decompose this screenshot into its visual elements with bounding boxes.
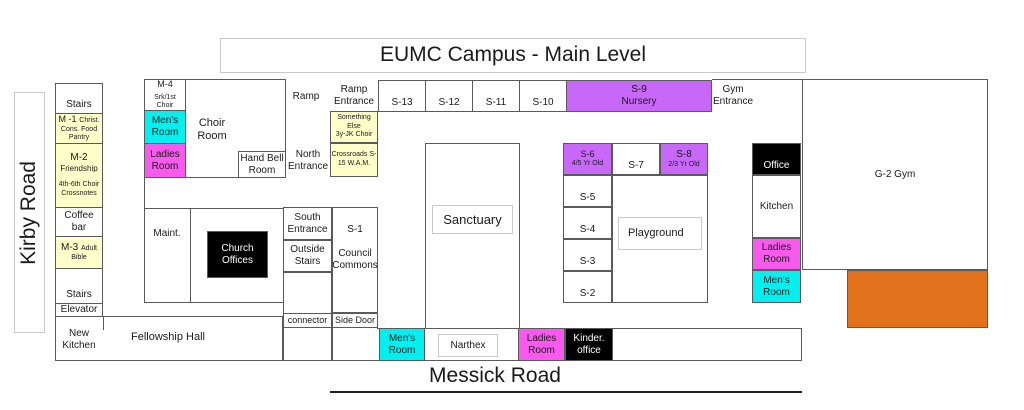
blank-cell-1	[283, 272, 332, 314]
room-stairs-top: Stairs	[55, 83, 103, 114]
room-hand-bell-room: Hand Bell Room	[238, 151, 286, 178]
room-stairs-bottom: Stairs	[55, 268, 103, 304]
room-s6: S-6 4/5 Yr Old	[563, 143, 612, 175]
room-s2: S-2	[563, 271, 612, 303]
sanctuary-label: Sanctuary	[432, 205, 513, 234]
title-text: EUMC Campus - Main Level	[379, 43, 647, 67]
room-ladies-room-choir: Ladies Room	[144, 143, 186, 178]
room-m3-adult-bible: M-3 Adult Bible	[55, 236, 103, 269]
room-ladies-room-narthex: Ladies Room	[518, 328, 565, 361]
room-church-offices: Church Offices	[207, 231, 268, 278]
room-choir-room: Choir Room	[197, 117, 227, 142]
ramp-label: Ramp	[292, 91, 320, 103]
room-gym-kitchen: Kitchen	[752, 175, 801, 238]
room-s13: S-13	[378, 80, 426, 112]
kirby-road-label: Kirby Road	[14, 92, 45, 333]
room-gym-mens-room: Men's Room	[752, 270, 801, 303]
playground-label: Playground	[618, 217, 702, 250]
messick-road-line	[330, 391, 802, 393]
room-m4-choir: M-4 Srk/1st Choir	[144, 79, 186, 111]
messick-road-label: Messick Road	[429, 363, 561, 387]
kirby-road-text: Kirby Road	[17, 160, 41, 265]
north-wall-segment	[712, 79, 803, 80]
narthex-label: Narthex	[438, 334, 498, 357]
room-mens-room-narthex: Men's Room	[379, 328, 425, 361]
room-s10: S-10	[519, 80, 567, 112]
room-s7: S-7	[612, 143, 660, 175]
room-s3: S-3	[563, 239, 612, 271]
room-m1-food-pantry: M -1 Christ. Cons. Food Pantry	[55, 113, 103, 144]
room-fellowship-hall	[55, 316, 283, 361]
outside-stairs: Outside Stairs	[283, 240, 332, 272]
orange-block	[847, 270, 988, 328]
room-gym-office: Office	[752, 143, 801, 175]
room-mens-room-choir: Men's Room	[144, 110, 186, 144]
room-g2-gym: G-2 Gym	[802, 79, 988, 270]
room-new-kitchen: New Kitchen	[62, 328, 96, 351]
side-door: Side Door	[332, 313, 378, 328]
room-gym-ladies-room: Ladies Room	[752, 238, 801, 270]
room-s9-nursery: S-9 Nursery	[566, 80, 712, 112]
room-sanctuary	[425, 143, 520, 330]
maint-divider	[190, 208, 191, 303]
ramp-entrance-label: Ramp Entrance	[333, 83, 375, 107]
room-s8: S-8 2/3 Yr Old	[660, 143, 708, 175]
gym-entrance-label: Gym Entrance	[712, 84, 754, 107]
south-entrance: South Entrance	[283, 207, 332, 240]
new-kitchen-divider	[103, 316, 104, 330]
room-maint: Maint.	[153, 228, 181, 240]
north-entrance-label: North Entrance	[287, 149, 329, 172]
note-something-else: Something Else 3y-JK Choir	[330, 111, 378, 143]
west-wall-segment	[144, 178, 145, 208]
page-title: EUMC Campus - Main Level	[220, 38, 806, 73]
room-coffee-bar: Coffee bar	[55, 207, 103, 237]
room-s5: S-5	[563, 175, 612, 207]
blank-cell-3	[332, 327, 378, 361]
connector: connector	[283, 313, 332, 328]
room-kinder-office: Kinder. office	[565, 328, 613, 361]
blank-cell-2	[283, 327, 332, 361]
room-s11: S-11	[472, 80, 520, 112]
room-s1-council-commons: S-1 Council Commons	[332, 207, 378, 313]
room-elevator: Elevator	[55, 303, 103, 317]
fellowship-hall-label: Fellowship Hall	[131, 330, 205, 343]
room-m2-friendship: M-2 Friendship 4th-6th Choir Crossnotes	[55, 143, 103, 208]
room-s12: S-12	[425, 80, 473, 112]
room-s4: S-4	[563, 207, 612, 239]
note-crossroads: Crossroads S- 15 W.A.M.	[330, 143, 378, 177]
